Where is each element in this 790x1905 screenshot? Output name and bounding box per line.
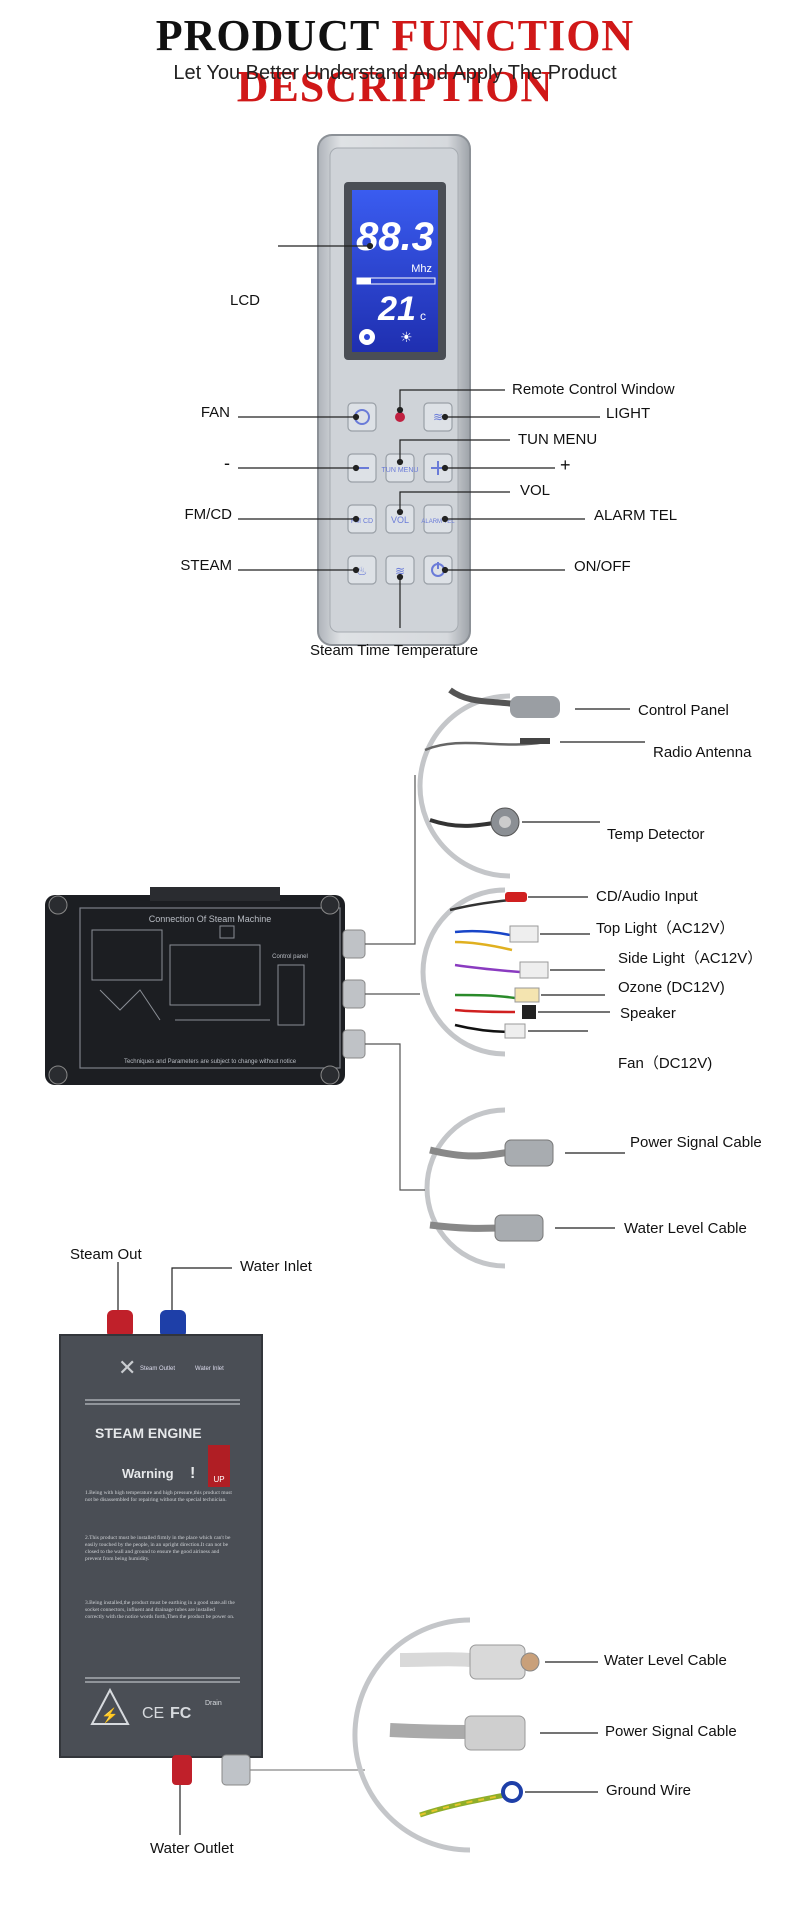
steam-time-key-icon: ≋	[395, 564, 405, 578]
lcd-frequency: 88.3	[356, 215, 434, 259]
control-box-body	[45, 895, 345, 1085]
tun-key-label: TUN MENU	[382, 467, 419, 474]
cable-circle	[352, 1617, 471, 1853]
ground-wire-lug	[501, 1781, 523, 1803]
top-light-plug	[509, 925, 539, 943]
lcd-temperature: 21	[377, 290, 416, 328]
steam-out-pipe	[107, 1310, 133, 1338]
warning-text-3: 3.Being installed,the product must be ea…	[85, 1600, 235, 1620]
label-water-outlet: Water Outlet	[150, 1840, 234, 1857]
up-label: UP	[213, 1475, 224, 1484]
label-cd-audio: CD/Audio Input	[596, 888, 698, 905]
page-title: PRODUCT FUNCTION DESCRIPTION	[0, 10, 790, 112]
steam-key-icon: ♨	[357, 564, 368, 578]
connector-circle-2	[420, 887, 506, 1057]
water-level-plug	[494, 1214, 544, 1242]
label-on-off: ON/OFF	[574, 558, 631, 575]
power-signal-connector	[464, 1715, 526, 1751]
warning-icon: !	[190, 1465, 195, 1482]
label-plus: +	[560, 455, 571, 475]
fc-mark: FC	[170, 1705, 192, 1722]
remote-window-led	[395, 412, 405, 422]
label-steam: STEAM	[180, 557, 232, 574]
page-subtitle: Let You Better Understand And Apply The …	[173, 62, 617, 84]
ce-mark: CE	[142, 1705, 164, 1722]
gland-1	[342, 929, 366, 959]
steam-engine-body	[59, 1334, 263, 1758]
label-water-inlet: Water Inlet	[240, 1258, 312, 1275]
plate-title: STEAM ENGINE	[95, 1425, 202, 1441]
drain-mark: Drain	[205, 1700, 222, 1707]
light-key-icon: ≋	[433, 410, 443, 424]
side-light-plug	[519, 961, 549, 979]
gland-3	[342, 1029, 366, 1059]
plate-water-inlet: Water Inlet	[195, 1366, 224, 1372]
diagram-footer: Techniques and Parameters are subject to…	[124, 1059, 297, 1065]
label-remote-window: Remote Control Window	[512, 381, 675, 398]
vol-key-label: VOL	[391, 515, 409, 525]
label-power-signal-cable-2: Power Signal Cable	[605, 1723, 737, 1740]
label-minus: -	[224, 453, 230, 473]
label-fm-cd: FM/CD	[184, 506, 233, 523]
minus-key-icon	[355, 467, 369, 469]
svg-text:⚡: ⚡	[101, 1707, 118, 1724]
label-ozone: Ozone (DC12V)	[618, 979, 725, 996]
label-light: LIGHT	[606, 405, 651, 422]
water-outlet-pipe	[172, 1755, 192, 1785]
label-temp-detector: Temp Detector	[607, 826, 705, 843]
fmcd-key-label: FM CD	[351, 518, 373, 525]
cable-gland	[221, 1754, 251, 1786]
connector-circle-3	[424, 1107, 506, 1269]
label-steam-time-temperature: Steam Time Temperature	[310, 642, 479, 659]
title-part2: FUNCTION DESCRIPTION	[236, 11, 635, 111]
lcd-light-icon: ☀	[400, 329, 413, 345]
warning-text-1: 1.Being with high temperature and high p…	[85, 1490, 232, 1503]
gland-2	[342, 979, 366, 1009]
label-power-signal-cable-1: Power Signal Cable	[630, 1134, 762, 1151]
label-fan-dc: Fan（DC12V)	[618, 1055, 713, 1072]
up-arrow-icon	[208, 1445, 230, 1487]
label-lcd: LCD	[229, 292, 260, 309]
diagram-sub: Control panel	[272, 954, 308, 960]
diagram-title: Connection Of Steam Machine	[149, 914, 272, 924]
label-water-level-cable-1: Water Level Cable	[624, 1220, 747, 1237]
label-vol: VOL	[520, 482, 551, 499]
connector-circle-1	[417, 693, 511, 879]
lcd-screen	[352, 190, 438, 352]
label-ground-wire: Ground Wire	[606, 1782, 692, 1799]
high-voltage-icon	[90, 1687, 130, 1725]
warning-text-2: 2.This product must be installed firmly …	[85, 1535, 231, 1562]
plate-steam-outlet: Steam Outlet	[140, 1366, 175, 1372]
water-level-connector	[469, 1644, 526, 1680]
label-tun-menu: TUN MENU	[518, 431, 598, 448]
control-box-figure: Connection Of Steam Machine Control pane…	[45, 687, 645, 1269]
control-panel-plug	[510, 696, 560, 718]
lcd-temp-unit: c	[420, 309, 426, 323]
fan-plug	[504, 1023, 526, 1039]
label-control-panel: Control Panel	[638, 702, 729, 719]
label-water-level-cable-2: Water Level Cable	[604, 1652, 727, 1669]
label-fan: FAN	[200, 404, 230, 421]
water-inlet-pipe	[160, 1310, 186, 1338]
alarm-key-label: ALARM TEL	[421, 519, 455, 525]
steam-engine-figure: ✕ Steam Outlet Water Inlet STEAM ENGINE …	[59, 1262, 598, 1853]
no-touch-icon: ✕	[118, 1355, 136, 1380]
cd-audio-plug	[505, 892, 527, 902]
label-speaker: Speaker	[620, 1005, 676, 1022]
title-part1: PRODUCT	[155, 11, 380, 60]
speaker-plug	[522, 1005, 536, 1019]
label-steam-out: Steam Out	[70, 1246, 142, 1263]
lcd-unit: Mhz	[411, 263, 432, 275]
control-panel-figure: 88.3 Mhz 21 c ☀ ≋ TUN MENU FM CD VOL ALA…	[238, 134, 600, 646]
label-radio-antenna: Radio Antenna	[653, 744, 752, 761]
label-top-light: Top Light（AC12V）	[596, 920, 735, 937]
ozone-plug	[514, 987, 540, 1003]
power-signal-plug	[504, 1139, 554, 1167]
warning-title: Warning	[122, 1466, 174, 1481]
label-alarm-tel: ALARM TEL	[594, 507, 678, 524]
label-side-light: Side Light（AC12V）	[618, 950, 763, 967]
